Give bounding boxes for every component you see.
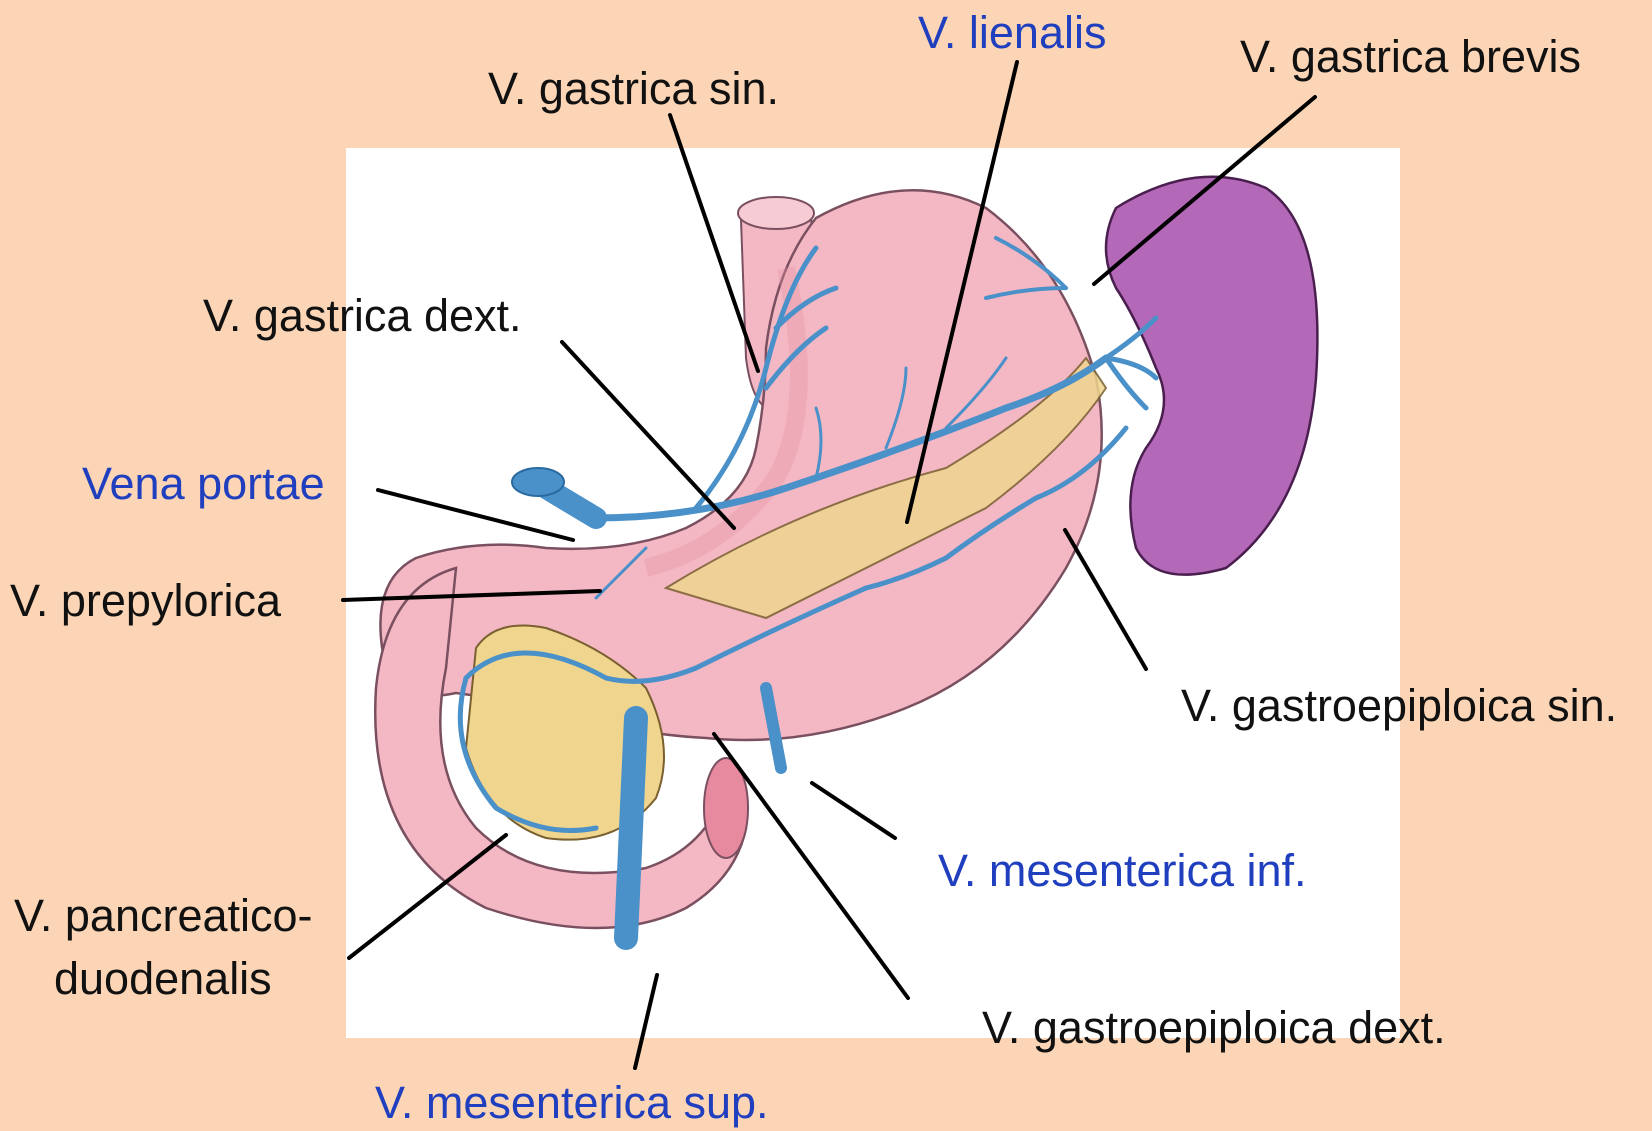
label-v-mesenterica-sup: V. mesenterica sup. (375, 1080, 769, 1125)
label-v-gastroepiploica-dext: V. gastroepiploica dext. (982, 1005, 1446, 1050)
superior-mesenteric-vein (626, 718, 636, 938)
label-v-gastrica-brevis: V. gastrica brevis (1240, 34, 1581, 79)
anatomy-illustration (346, 148, 1400, 1038)
label-v-pancreatico-line2: duodenalis (54, 956, 272, 1001)
label-v-gastroepiploica-sin: V. gastroepiploica sin. (1181, 683, 1617, 728)
label-v-gastrica-sin: V. gastrica sin. (488, 66, 779, 111)
label-v-mesenterica-inf: V. mesenterica inf. (938, 848, 1307, 893)
label-v-prepylorica: V. prepylorica (10, 578, 281, 623)
portal-vein-end (512, 468, 564, 496)
label-v-gastrica-dext: V. gastrica dext. (203, 293, 522, 338)
label-v-pancreatico-line1: V. pancreatico- (14, 893, 313, 938)
label-vena-portae: Vena portae (82, 461, 325, 506)
label-v-lienalis: V. lienalis (918, 10, 1106, 55)
